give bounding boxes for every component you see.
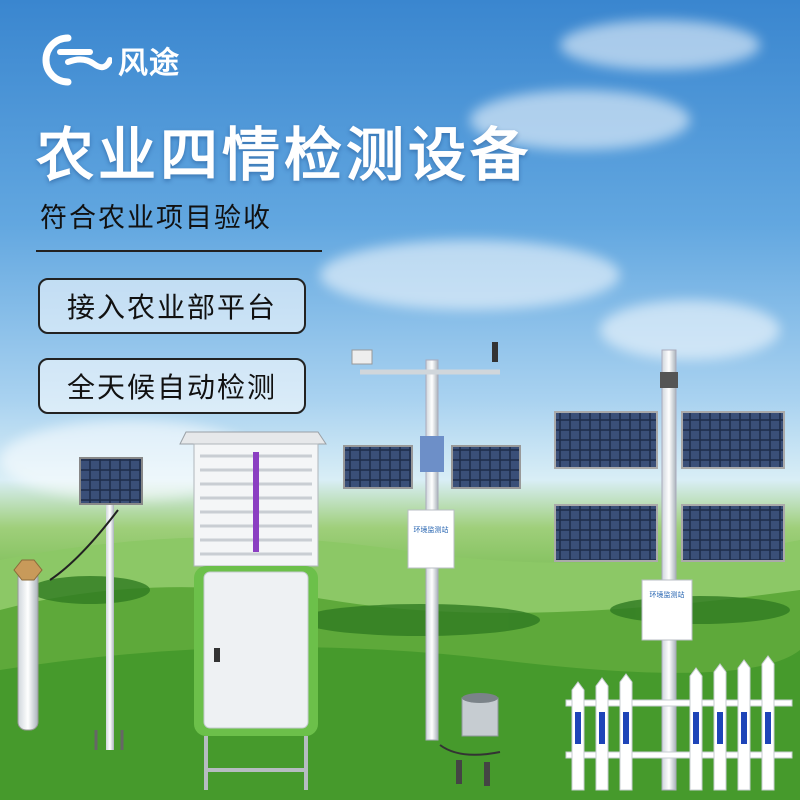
station-label: 环境监测站 bbox=[650, 590, 685, 599]
page-subtitle: 符合农业项目验收 bbox=[40, 203, 272, 234]
soil-moisture-sensor bbox=[13, 559, 43, 731]
insect-trap bbox=[179, 431, 327, 790]
rain-gauge bbox=[439, 693, 501, 786]
cloud bbox=[560, 20, 760, 70]
fence-accent bbox=[575, 712, 771, 744]
cloud bbox=[470, 90, 690, 150]
small-solar-pole bbox=[49, 457, 143, 750]
weather-station: 环境监测站 bbox=[343, 342, 521, 741]
brand-mark-icon bbox=[42, 34, 112, 86]
station-label: 环境监测站 bbox=[414, 525, 449, 534]
cloud bbox=[600, 300, 780, 360]
divider bbox=[36, 250, 322, 252]
feature-badge-platform: 接入农业部平台 bbox=[38, 278, 306, 334]
brand-logo: 风途 bbox=[38, 30, 180, 90]
dual-solar-station: 环境监测站 bbox=[554, 349, 785, 791]
brand-name: 风途 bbox=[118, 46, 180, 81]
feature-badge-allweather: 全天候自动检测 bbox=[38, 358, 306, 414]
page-title: 农业四情检测设备 bbox=[36, 121, 533, 189]
cloud bbox=[320, 240, 620, 310]
